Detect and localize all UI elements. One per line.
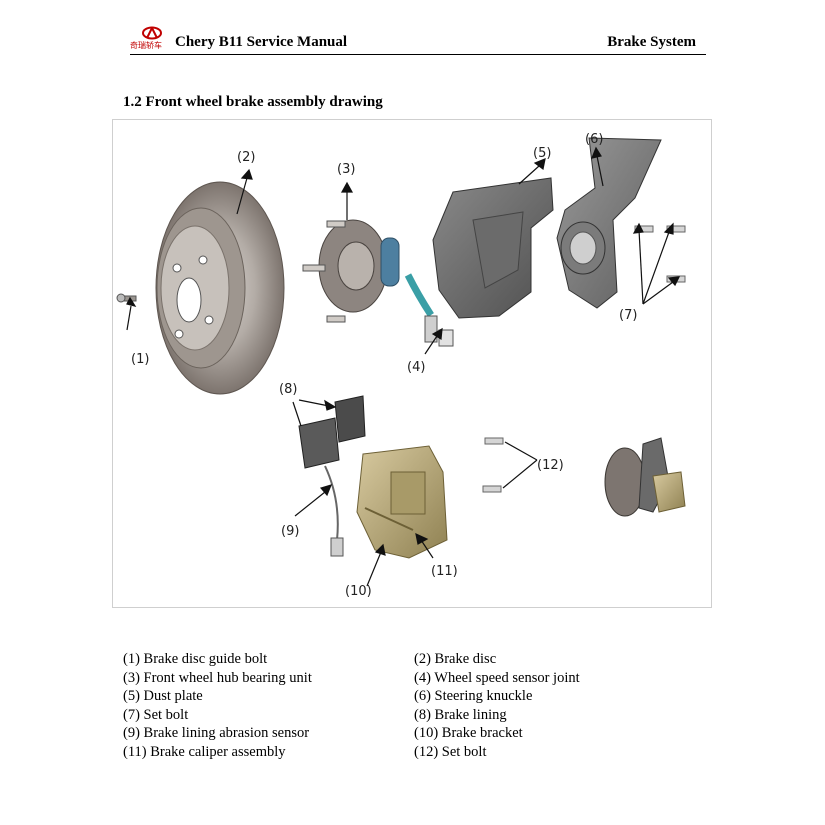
- legend-item: (8) Brake lining: [414, 706, 507, 723]
- set-bolts-7: [634, 225, 686, 283]
- callout-9: (9): [281, 524, 300, 539]
- assembled-view: [604, 437, 686, 517]
- hub-bearing-part: [302, 219, 434, 323]
- callout-8: (8): [279, 382, 298, 397]
- sensor-joint-part: [424, 315, 454, 347]
- callout-11: (11): [431, 564, 458, 579]
- legend-item: (7) Set bolt: [123, 706, 189, 723]
- legend-item: (5) Dust plate: [123, 688, 203, 705]
- callout-3: (3): [337, 162, 356, 177]
- manual-title: Chery B11 Service Manual: [175, 34, 348, 50]
- callout-5: (5): [533, 146, 552, 161]
- page-header: 奇瑞轿车 Chery B11 Service Manual Brake Syst…: [130, 26, 706, 55]
- caliper-bracket-part: [356, 445, 448, 559]
- legend-item: (4) Wheel speed sensor joint: [414, 669, 580, 686]
- brake-disc-part: [155, 181, 285, 395]
- legend-item: (10) Brake bracket: [414, 725, 523, 742]
- callout-4: (4): [407, 360, 426, 375]
- logo-text: 奇瑞轿车: [130, 41, 162, 50]
- leader-arrows: [126, 146, 681, 587]
- legend-item: (1) Brake disc guide bolt: [123, 651, 268, 667]
- legend-right-column: (2) Brake disc (4) Wheel speed sensor jo…: [414, 650, 580, 762]
- legend-item: (12) Set bolt: [414, 743, 487, 760]
- section-name: Brake System: [607, 34, 696, 50]
- legend-item: (6) Steering knuckle: [414, 688, 533, 705]
- assembly-illustration: [116, 137, 686, 587]
- assembly-drawing: (1) (2) (3) (4) (5) (6) (7) (8) (9) (10)…: [112, 119, 712, 608]
- callout-6: (6): [585, 132, 604, 147]
- legend-item: (2) Brake disc: [414, 651, 497, 667]
- callout-7: (7): [619, 308, 638, 323]
- callout-1: (1): [131, 352, 150, 367]
- steering-knuckle-part: [556, 137, 662, 309]
- figure-heading: 1.2 Front wheel brake assembly drawing: [123, 94, 383, 110]
- chery-logo: 奇瑞轿车: [130, 26, 174, 50]
- dust-plate-part: [432, 177, 554, 319]
- callout-10: (10): [345, 584, 372, 599]
- guide-bolt-part: [116, 293, 137, 303]
- set-bolts-12: [482, 437, 504, 493]
- abrasion-sensor-part: [324, 465, 344, 557]
- callout-2: (2): [237, 150, 256, 165]
- legend-left-column: (1) Brake disc guide bolt (3) Front whee…: [123, 650, 312, 762]
- brake-lining-part: [298, 395, 366, 469]
- legend-item: (11) Brake caliper assembly: [123, 743, 286, 760]
- callout-12: (12): [537, 458, 564, 473]
- legend-item: (3) Front wheel hub bearing unit: [123, 669, 312, 686]
- legend-item: (9) Brake lining abrasion sensor: [123, 725, 310, 742]
